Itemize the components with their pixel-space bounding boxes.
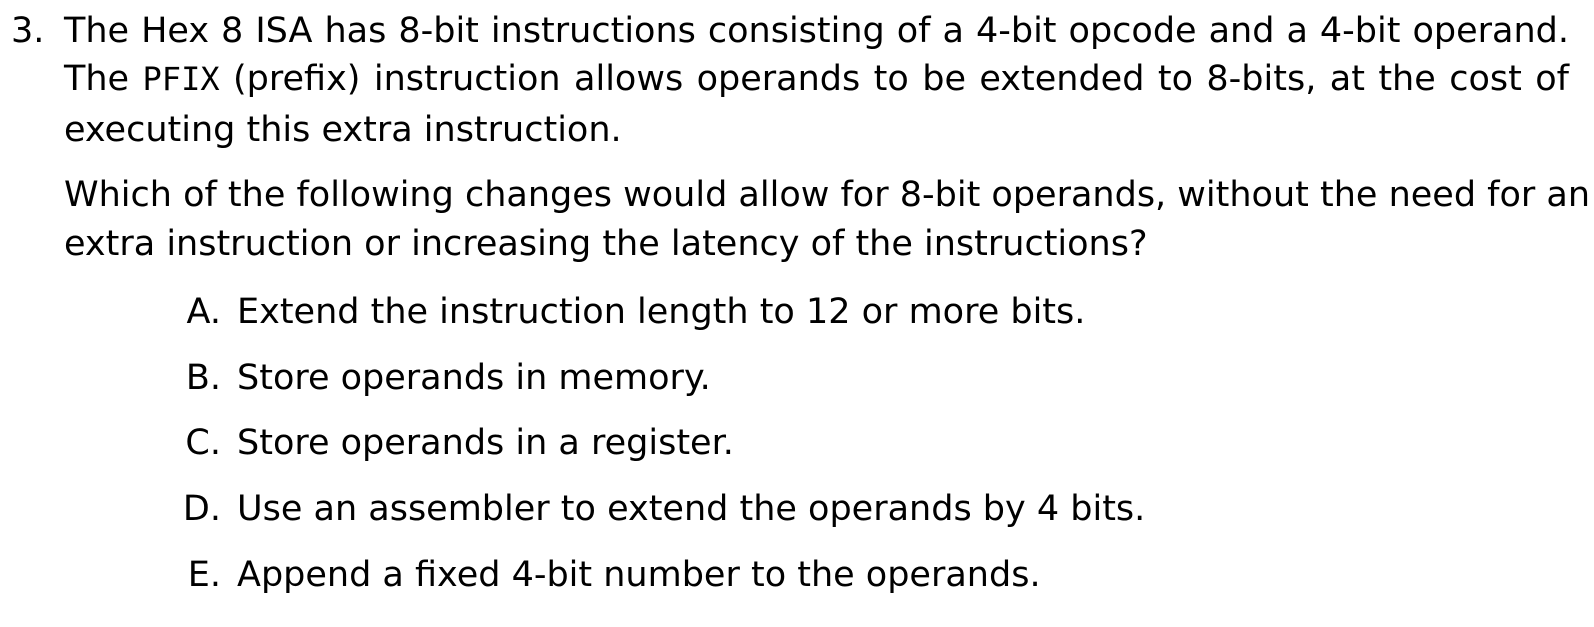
paragraph-2-line-1: Which of the following changes would all… xyxy=(64,175,1591,215)
choice-letter: C. xyxy=(185,423,221,463)
choice-letter: E. xyxy=(187,555,221,595)
choice-letter: A. xyxy=(186,292,221,332)
question-number: 3. xyxy=(11,11,45,51)
choice-text: Store operands in memory. xyxy=(237,358,711,398)
choice-text: Append a fixed 4-bit number to the opera… xyxy=(237,555,1041,595)
paragraph-1-line-1: The Hex 8 ISA has 8-bit instructions con… xyxy=(64,11,1569,51)
choice-a[interactable]: A. Extend the instruction length to 12 o… xyxy=(0,292,1594,332)
line-2-lead-text: The xyxy=(64,59,130,99)
line-2-trail-text: (prefix) instruction allows operands to … xyxy=(233,59,1569,99)
choice-e[interactable]: E. Append a fixed 4-bit number to the op… xyxy=(0,555,1594,595)
paragraph-1-line-2: The PFIX (prefix) instruction allows ope… xyxy=(64,59,1569,99)
choice-letter: B. xyxy=(185,358,221,398)
choice-text: Store operands in a register. xyxy=(237,423,734,463)
choice-b[interactable]: B. Store operands in memory. xyxy=(0,358,1594,398)
pfix-code-term: PFIX xyxy=(142,60,220,98)
choice-text: Extend the instruction length to 12 or m… xyxy=(237,292,1086,332)
choice-letter: D. xyxy=(182,489,221,529)
choice-c[interactable]: C. Store operands in a register. xyxy=(0,423,1594,463)
choice-text: Use an assembler to extend the operands … xyxy=(237,489,1146,529)
choice-d[interactable]: D. Use an assembler to extend the operan… xyxy=(0,489,1594,529)
paragraph-1-line-3: executing this extra instruction. xyxy=(64,110,622,150)
paragraph-2-line-2: extra instruction or increasing the late… xyxy=(64,224,1148,264)
